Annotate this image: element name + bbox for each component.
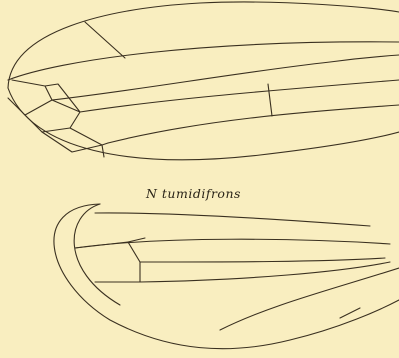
forewing-radial-vein [80,80,399,112]
forewing-radial-crossvein [268,84,272,116]
hindwing-anal-vein [220,268,399,330]
species-caption: N tumidifrons [146,186,241,201]
forewing-outline [8,2,399,88]
forewing-cell-e [102,145,104,157]
hindwing-medial-vein [140,258,385,262]
forewing-subcostal-vein [52,55,399,100]
forewing-costal-crossvein [85,22,125,58]
hindwing-cubital-vein [140,262,390,282]
forewing-medial-vein [108,105,399,143]
hindwing-radial-vein [75,239,390,248]
forewing-cell-a [45,84,80,112]
hindwing-costal-vein [95,213,370,226]
forewing-cell-d [70,128,102,145]
hindwing-basal-cell [75,242,140,282]
hindwing-inner-margin [74,204,120,305]
forewing-basal-cell [8,80,52,115]
forewing [8,2,399,160]
hindwing [54,204,399,349]
hindwing-tip-vein [340,308,360,318]
